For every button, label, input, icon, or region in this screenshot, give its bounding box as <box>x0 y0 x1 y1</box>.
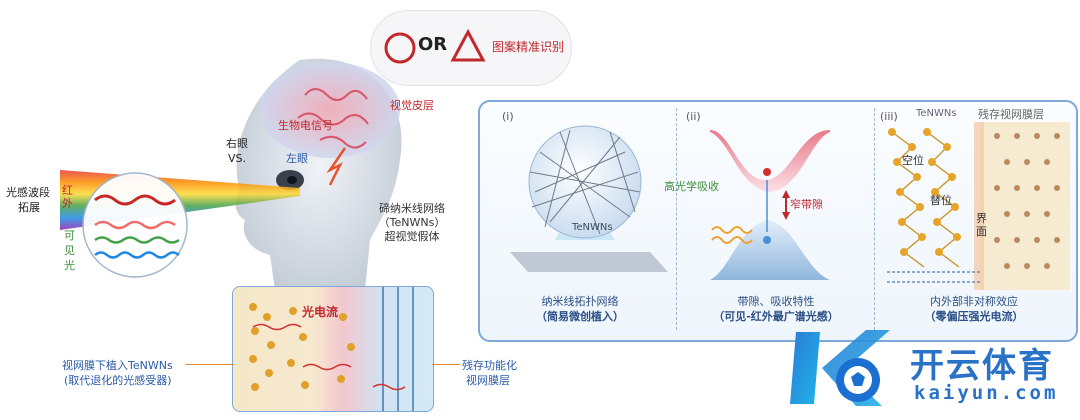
subpanel-ii-caption-line2: （可见-红外最广谱光感） <box>713 310 839 323</box>
vs-label: VS. <box>228 152 247 165</box>
retina-inset <box>232 286 434 412</box>
implant-pointer <box>186 364 234 365</box>
subpanel-ii-number: (ii) <box>686 110 701 123</box>
bio-signal-label: 生物电信号 <box>278 119 333 132</box>
retina-layers <box>249 287 414 411</box>
valence-band <box>710 220 830 280</box>
narrow-gap-label: 窄带隙 <box>790 198 823 211</box>
subpanel-i-number: (i) <box>502 110 514 123</box>
brain <box>260 62 400 158</box>
residual-layer-line1: 残存功能化 <box>462 359 517 372</box>
implant-line2: （TeNWNs） <box>378 216 446 229</box>
subpanel-i-caption: 纳米线拓扑网络 （简易微创植入） <box>490 294 670 324</box>
band-structure-graphic <box>710 130 830 280</box>
ir-label: 红外 <box>62 184 73 210</box>
antisite-label: 替位 <box>930 194 952 207</box>
tenwns-label-iii: TeNWNs <box>916 108 957 119</box>
subpanel-ii-caption: 带隙、吸收特性 （可见-红外最广谱光感） <box>684 294 868 324</box>
recognition-bubble <box>370 10 572 86</box>
visible-light-label: 可见光 <box>64 229 75 272</box>
residual-layer-line2: 视网膜层 <box>466 374 510 387</box>
band-extension-line2: 拓展 <box>18 201 40 214</box>
logo-url: kaiyun.com <box>914 382 1059 404</box>
circle-icon <box>384 32 416 64</box>
triangle-icon <box>450 28 486 62</box>
subpanel-iii-caption: 内外部非对称效应 （零偏压强光电流） <box>880 294 1068 324</box>
interface-label: 界面 <box>976 212 987 238</box>
panel-divider-1 <box>676 108 677 330</box>
right-eye-label: 右眼 <box>226 137 248 150</box>
implant-line1: 碲纳米线网络 <box>379 202 445 215</box>
panel-divider-2 <box>874 108 875 330</box>
subpanel-ii-caption-line1: 带隙、吸收特性 <box>737 295 815 308</box>
or-text: OR <box>418 34 448 55</box>
tenwns-label-i: TeNWNs <box>572 222 613 233</box>
photocurrent-label: 光电流 <box>302 305 339 319</box>
subpanel-iii-caption-line2: （零偏压强光电流） <box>924 310 1024 323</box>
signal-spark-icon <box>326 147 347 186</box>
ir-wave <box>94 194 176 206</box>
nanowire-network-graphic <box>510 125 668 272</box>
visual-cortex-label: 视觉皮层 <box>390 99 434 112</box>
high-absorption-label: 高光学吸收 <box>664 180 719 193</box>
subpanel-iii-number: (iii) <box>880 110 898 123</box>
kaiyun-logo-icon <box>790 330 890 406</box>
residual-retina-label: 残存视网膜层 <box>978 108 1044 121</box>
residual-pointer <box>432 364 460 365</box>
subpanel-i-caption-line1: 纳米线拓扑网络 <box>541 295 619 308</box>
left-eye-label: 左眼 <box>286 152 308 165</box>
recognition-label: 图案精准识别 <box>492 40 565 54</box>
subpanel-iii-caption-line1: 内外部非对称效应 <box>930 295 1018 308</box>
spectrum-bubble <box>82 172 188 278</box>
logo-name: 开云体育 <box>910 346 1054 386</box>
head-illustration <box>235 58 402 299</box>
subpanel-i-caption-line2: （简易微创植入） <box>536 310 624 323</box>
implant-line3: 超视觉假体 <box>384 230 440 243</box>
subretinal-implant-line1: 视网膜下植入TeNWNs <box>62 359 173 372</box>
vacancy-label: 空位 <box>902 154 924 167</box>
conduction-band <box>710 130 830 192</box>
subretinal-implant-line2: (取代退化的光感受器) <box>64 374 172 387</box>
band-extension-line1: 光感波段 <box>6 186 50 199</box>
interface-graphic <box>887 122 1070 290</box>
